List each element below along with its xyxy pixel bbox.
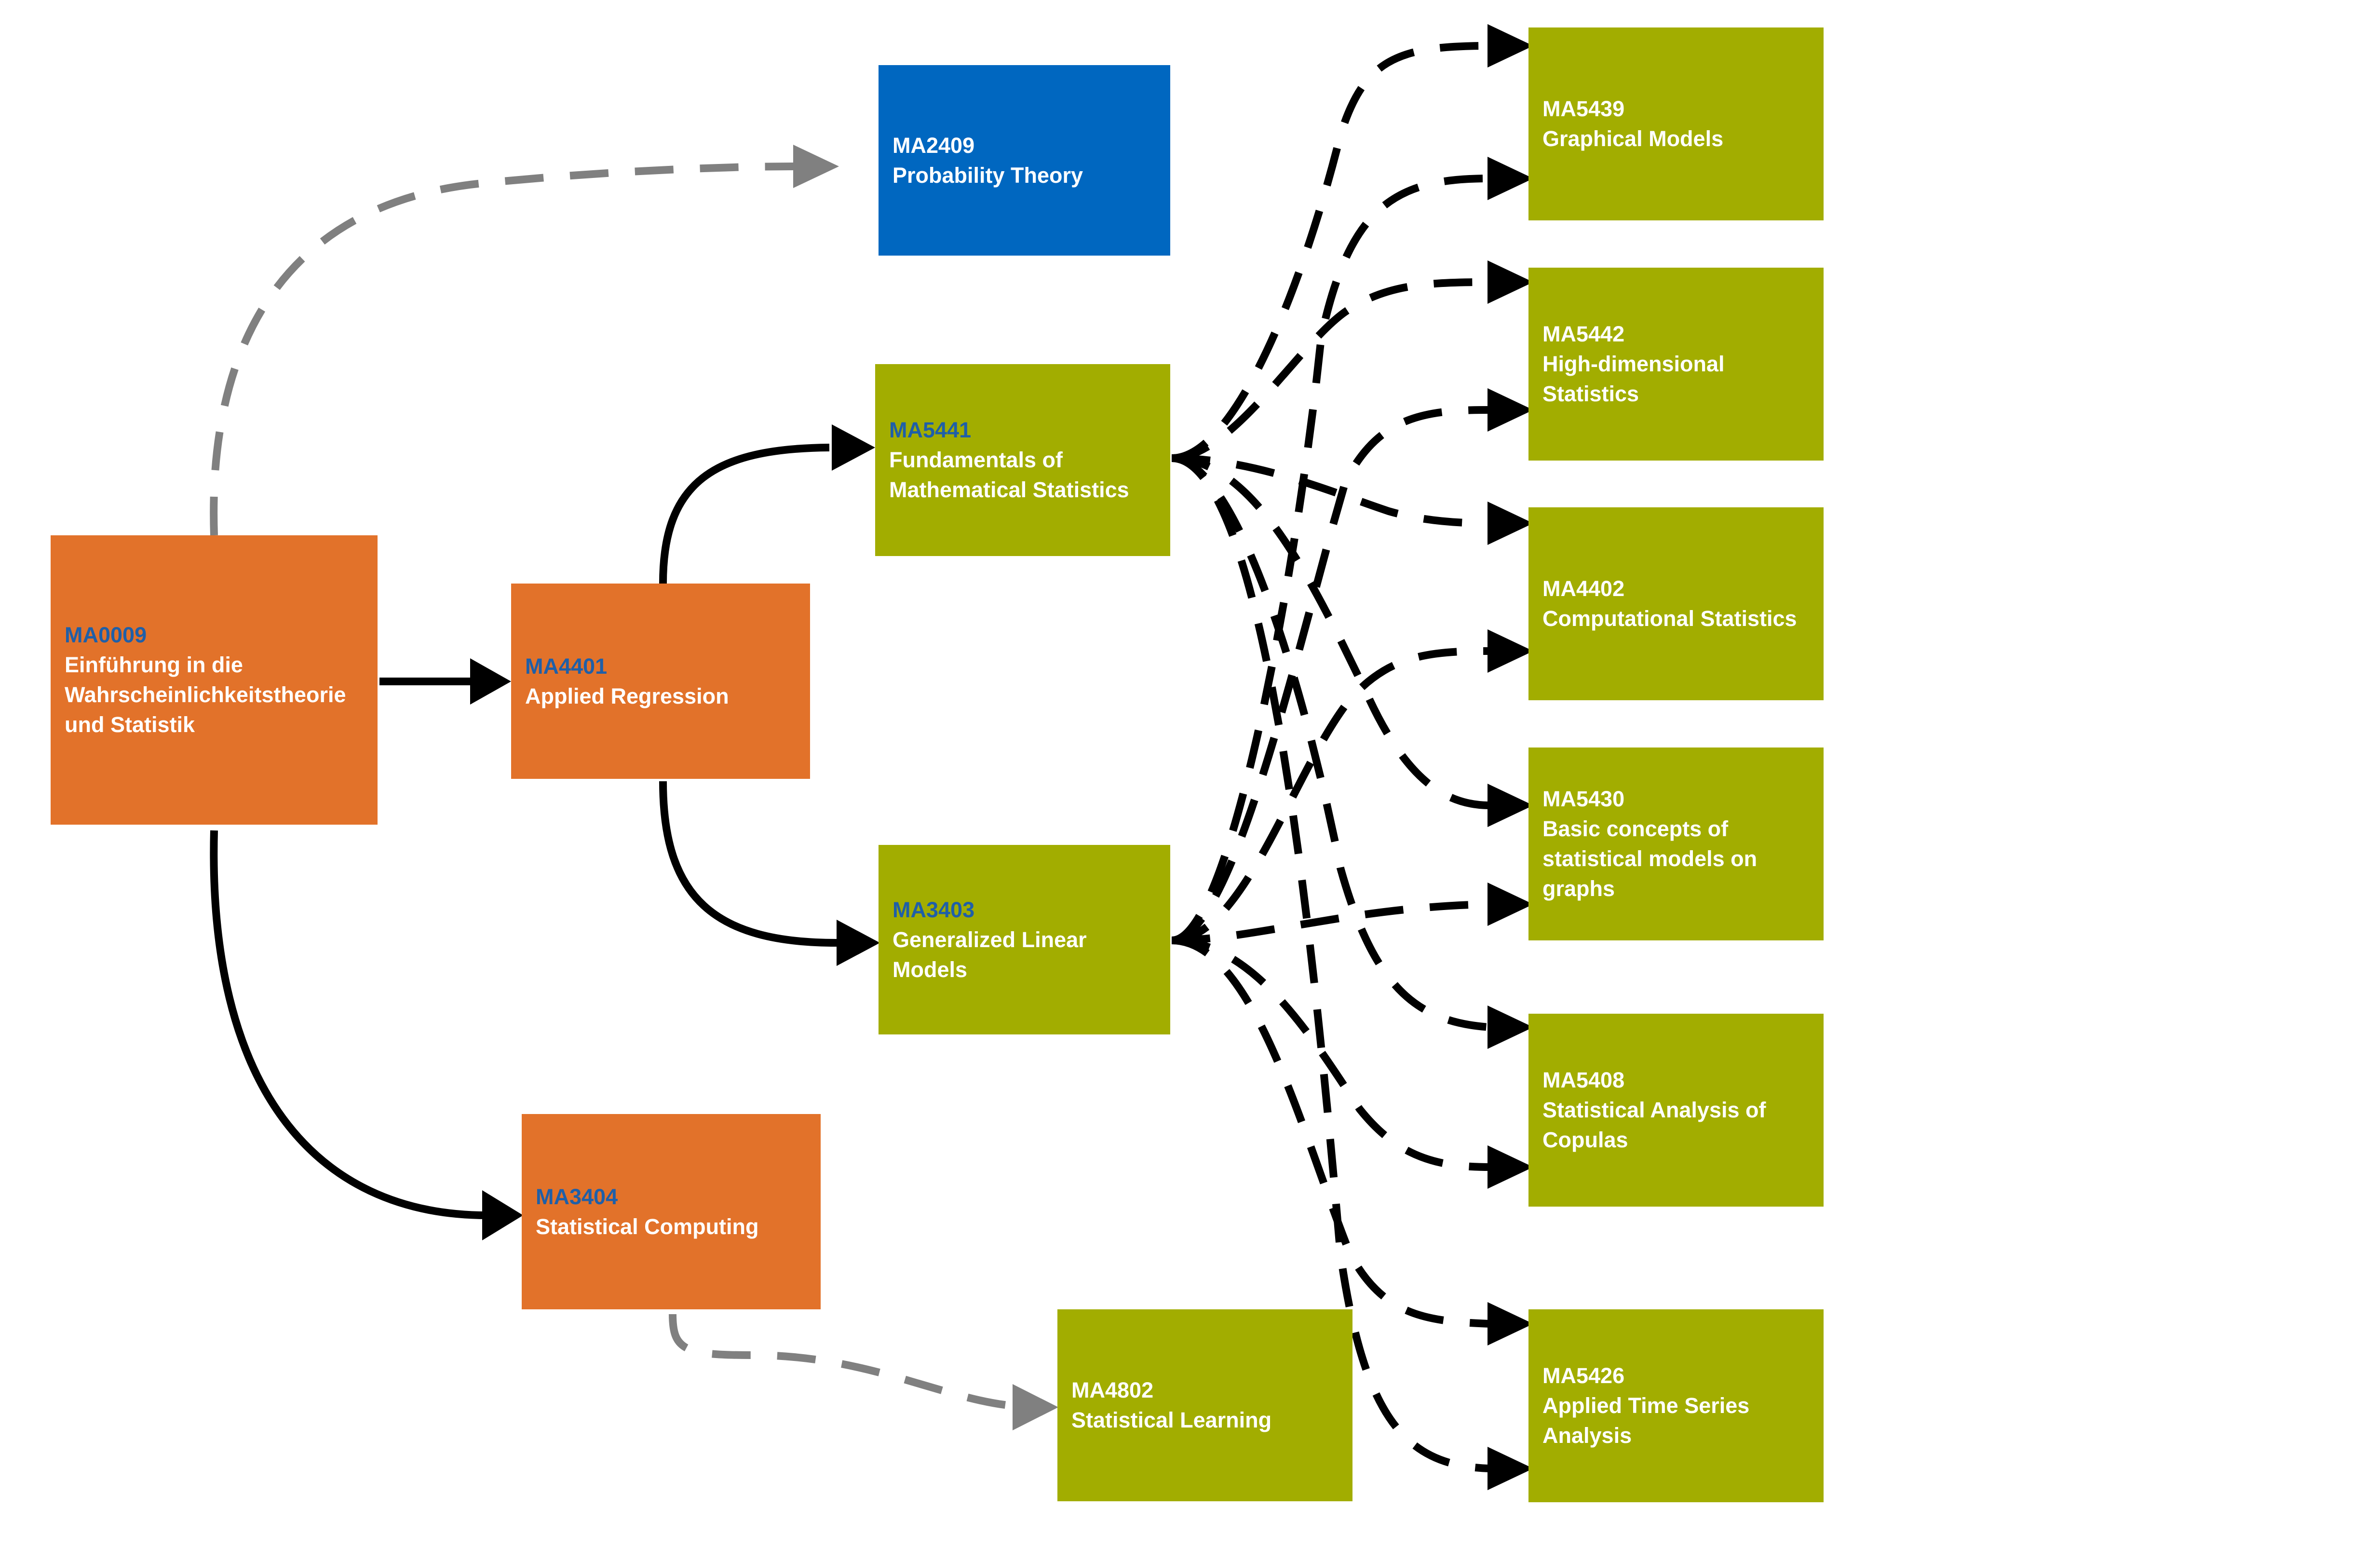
course-code: MA3404 (536, 1184, 618, 1209)
course-title: Generalized Linear Models (892, 927, 1087, 982)
course-title: Probability Theory (892, 163, 1083, 188)
edge-ma0009-ma3404 (210, 830, 487, 1219)
course-code: MA4802 (1071, 1378, 1154, 1402)
course-code: MA4401 (525, 653, 608, 679)
edge-ma3403-ma5442 (1171, 406, 1490, 944)
edge-ma4401-ma5441 (659, 444, 830, 584)
edge-ma5441-ma5430 (1171, 454, 1490, 809)
arrowhead-to-ma5408-b (1488, 1145, 1533, 1189)
course-node-ma3404[interactable]: MA3404 Statistical Computing (522, 1114, 821, 1309)
course-code: MA5430 (1542, 787, 1625, 811)
edge-ma3403-ma5430 (1171, 900, 1490, 944)
edge-ma3403-ma4402 (1171, 647, 1490, 944)
course-title: Statistical Analysis of Copulas (1542, 1098, 1766, 1152)
course-title: High-dimensional Statistics (1542, 352, 1725, 406)
course-code: MA5408 (1542, 1068, 1625, 1092)
course-node-ma5426[interactable]: MA5426 Applied Time Series Analysis (1528, 1309, 1824, 1502)
course-node-ma4802[interactable]: MA4802 Statistical Learning (1057, 1309, 1352, 1501)
edge-ma3404-ma4802 (669, 1314, 1013, 1410)
arrowhead-to-ma5442-b (1488, 388, 1533, 432)
course-node-ma4402[interactable]: MA4402 Computational Statistics (1528, 507, 1824, 700)
course-node-ma5442[interactable]: MA5442 High-dimensional Statistics (1528, 268, 1824, 461)
course-code: MA4402 (1542, 576, 1625, 601)
arrowhead-ma0009-ma3404 (482, 1190, 523, 1240)
arrowhead-to-ma4402-a (1488, 502, 1533, 545)
edge-ma3403-ma5439 (1171, 175, 1490, 944)
course-code: MA5426 (1542, 1363, 1625, 1388)
edge-ma0009-ma2409 (210, 163, 796, 536)
arrowhead-to-ma5408-a (1488, 1006, 1533, 1049)
course-node-ma0009[interactable]: MA0009 Einführung in die Wahrscheinlichk… (51, 535, 378, 825)
course-code: MA0009 (65, 623, 147, 647)
edge-ma5441-ma4402 (1171, 454, 1490, 527)
course-node-ma5430[interactable]: MA5430 Basic concepts of statistical mod… (1528, 748, 1824, 940)
course-node-ma2409[interactable]: MA2409 Probability Theory (879, 65, 1170, 256)
course-title: Statistical Learning (1071, 1408, 1272, 1432)
arrowhead-to-ma5439-b (1488, 157, 1533, 200)
arrowhead-to-ma5430-b (1488, 883, 1533, 926)
course-title: Graphical Models (1542, 126, 1724, 151)
arrowhead-to-ma5442-a (1488, 260, 1533, 304)
course-code: MA3403 (892, 897, 975, 922)
edge-ma3403-ma5426 (1171, 937, 1490, 1328)
course-code: MA5439 (1542, 96, 1625, 121)
course-node-ma5439[interactable]: MA5439 Graphical Models (1528, 27, 1824, 220)
edge-ma5441-ma5439 (1171, 42, 1490, 462)
course-code: MA5441 (889, 418, 972, 442)
course-title: Einführung in die Wahrscheinlichkeitsthe… (65, 652, 346, 737)
arrowhead-to-ma5430-a (1488, 784, 1533, 827)
course-node-ma4401[interactable]: MA4401 Applied Regression (511, 584, 810, 779)
course-title: Statistical Computing (536, 1214, 759, 1239)
edge-ma5441-ma5442 (1171, 278, 1490, 462)
course-title: Basic concepts of statistical models on … (1542, 816, 1758, 901)
arrowhead-ma4401-ma3403 (837, 920, 880, 966)
course-title: Applied Regression (525, 683, 729, 708)
arrowhead-to-ma5439-a (1488, 24, 1533, 68)
edge-ma4401-ma3403 (659, 781, 837, 947)
course-title: Computational Statistics (1542, 606, 1797, 631)
edge-ma3403-ma5408 (1171, 937, 1490, 1171)
arrowhead-ma3404-ma4802 (1013, 1384, 1058, 1430)
edge-ma5441-ma5408 (1171, 454, 1490, 1031)
course-code: MA5442 (1542, 322, 1625, 346)
course-node-ma5408[interactable]: MA5408 Statistical Analysis of Copulas (1528, 1014, 1824, 1207)
arrowhead-to-ma5426-b (1488, 1447, 1533, 1490)
course-node-ma5441[interactable]: MA5441 Fundamentals of Mathematical Stat… (875, 364, 1170, 556)
arrowhead-to-ma5426-a (1488, 1302, 1533, 1346)
course-title: Applied Time Series Analysis (1542, 1393, 1750, 1448)
course-node-ma3403[interactable]: MA3403 Generalized Linear Models (879, 845, 1170, 1034)
course-code: MA2409 (892, 133, 975, 158)
arrowhead-ma4401-ma5441 (832, 424, 875, 471)
arrowhead-ma0009-ma4401 (470, 658, 511, 705)
arrowhead-ma0009-ma2409 (793, 145, 839, 188)
course-title: Fundamentals of Mathematical Statistics (889, 448, 1129, 502)
arrowhead-to-ma4402-b (1488, 629, 1533, 673)
